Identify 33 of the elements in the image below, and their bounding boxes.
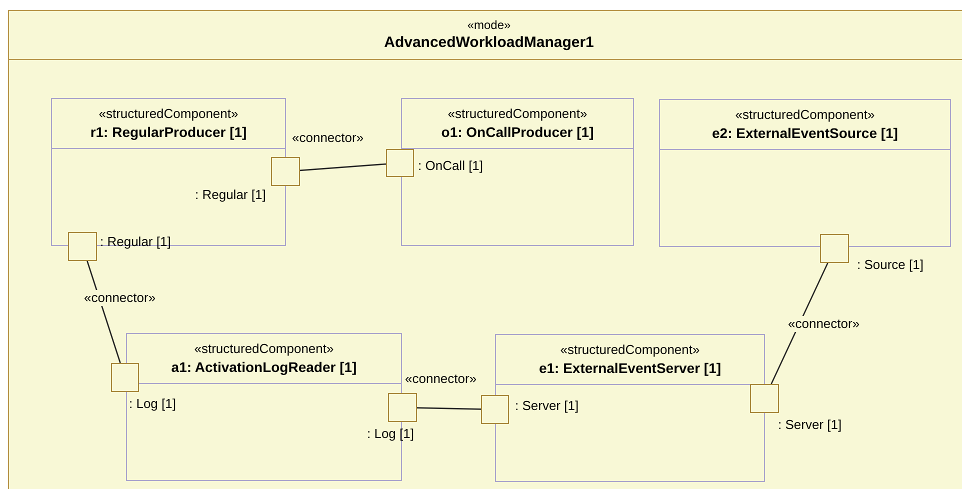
port-label: : Source [1] [857,257,924,273]
port-label: : Log [1] [367,426,414,442]
component-name: e2: ExternalEventSource [1] [712,124,898,143]
stereotype-label: «structuredComponent» [735,106,875,123]
port-label: : Server [1] [515,398,579,414]
port-square [481,395,509,424]
stereotype-label: «structuredComponent» [448,105,588,122]
port-square [271,157,300,186]
connector-line [416,407,482,410]
port-label: : Regular [1] [100,234,171,250]
port-square [68,232,97,261]
component-name: e1: ExternalEventServer [1] [538,359,722,378]
component-name: o1: OnCallProducer [1] [441,123,594,142]
port-square [386,149,414,177]
port-square [388,393,417,422]
port-square [750,384,779,413]
component-name: r1: RegularProducer [1] [90,123,247,142]
stereotype-label: «structuredComponent» [194,340,334,357]
stereotype-label: «mode» [467,17,511,33]
stereotype-label: «structuredComponent» [560,341,700,358]
port-square [111,363,139,392]
component-name: a1: ActivationLogReader [1] [171,358,357,377]
stereotype-label: «structuredComponent» [98,105,238,122]
connector-line [300,163,386,172]
port-label: : Log [1] [129,396,176,412]
port-label: : OnCall [1] [418,158,484,174]
mode-frame [8,10,962,489]
connector-label: «connector» [83,290,157,306]
port-label: : Regular [1] [195,187,266,203]
frame-title: AdvancedWorkloadManager1 [384,33,594,53]
port-label: : Server [1] [778,417,842,433]
connector-label: «connector» [787,316,861,332]
port-square [820,234,849,263]
